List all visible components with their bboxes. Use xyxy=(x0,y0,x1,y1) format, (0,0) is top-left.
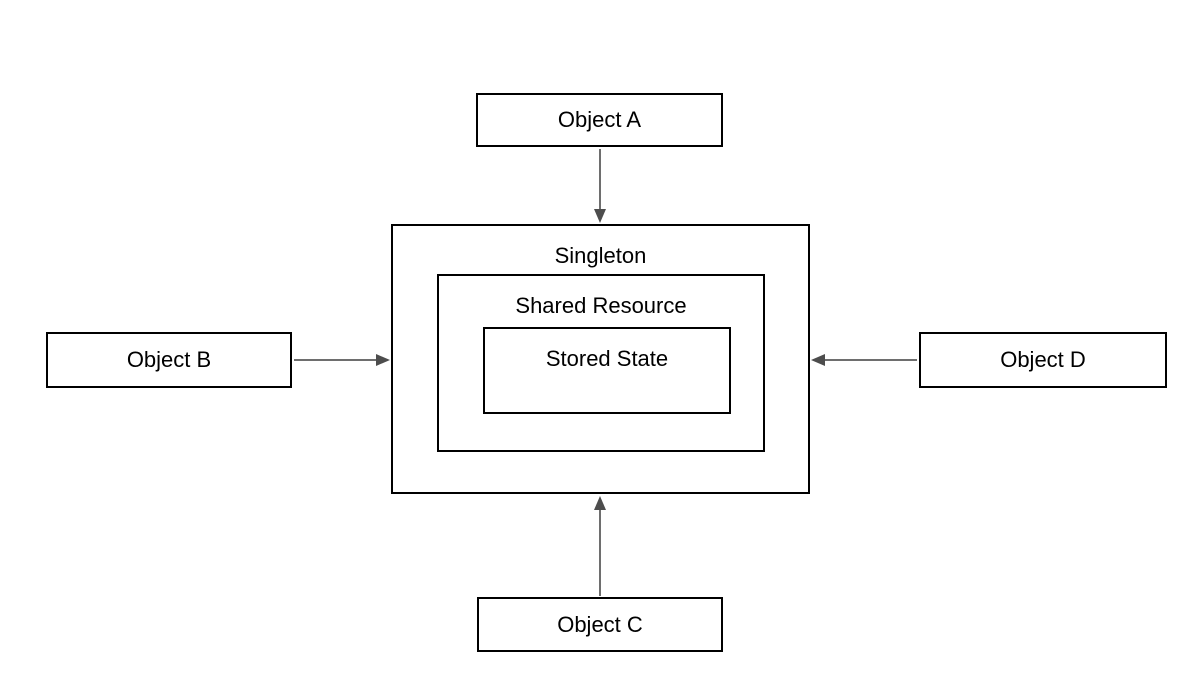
shared-resource-label: Shared Resource xyxy=(515,293,687,318)
object-d-label: Object D xyxy=(1000,347,1086,372)
object-a-box: Object A xyxy=(476,93,723,147)
stored-state-box: Stored State xyxy=(483,327,731,414)
arrow-object-d-to-singleton xyxy=(811,354,917,366)
object-c-box: Object C xyxy=(477,597,723,652)
arrow-object-b-to-singleton xyxy=(294,354,390,366)
stored-state-label: Stored State xyxy=(545,346,669,371)
arrow-object-c-to-singleton xyxy=(594,496,606,596)
object-b-label: Object B xyxy=(126,347,212,372)
object-b-box: Object B xyxy=(46,332,292,388)
object-d-box: Object D xyxy=(919,332,1167,388)
object-a-label: Object A xyxy=(557,107,642,132)
object-c-label: Object C xyxy=(557,611,643,637)
singleton-label: Singleton xyxy=(554,243,647,268)
arrow-object-a-to-singleton xyxy=(594,149,606,223)
